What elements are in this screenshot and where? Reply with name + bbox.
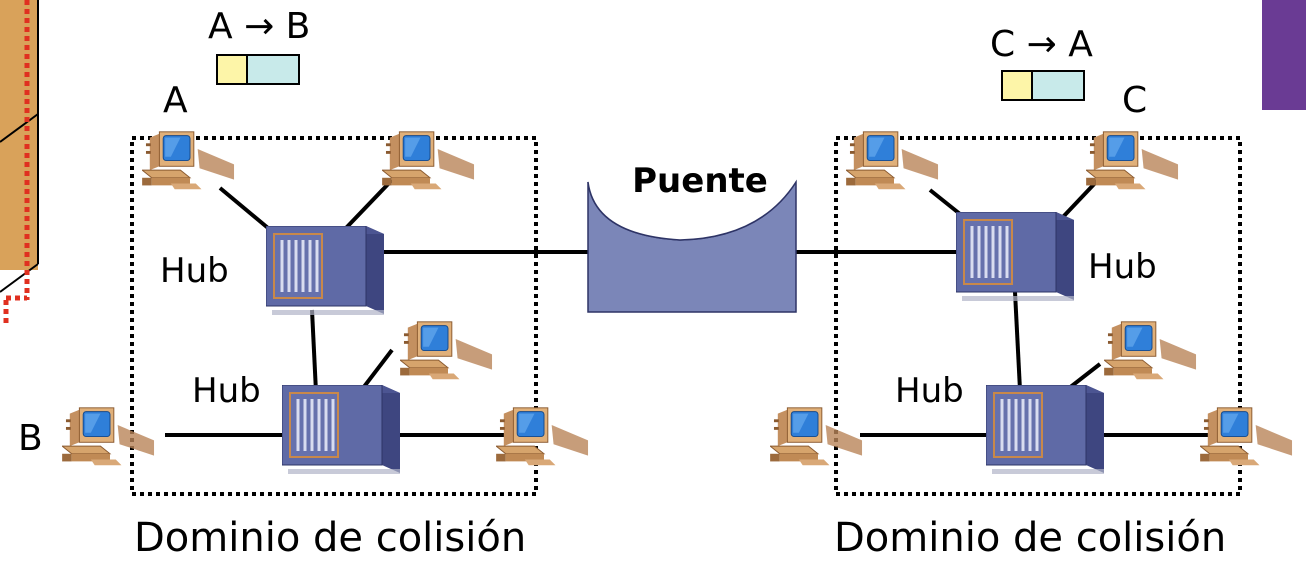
hub-label: Hub [1088,247,1157,287]
frame-payload [1031,70,1085,101]
corner-accent [1262,0,1306,110]
left-strip-decoration [0,0,39,326]
computer-b-icon [62,407,155,466]
collision-domain-right-caption: Dominio de colisión [834,515,1226,559]
hub-label: Hub [895,371,964,411]
frame-header [1001,70,1033,101]
frame-a-to-b-label: A → B [208,6,310,47]
hub-icon [282,385,402,475]
hub-label: Hub [192,371,261,411]
computer-icon [1200,407,1293,466]
frame-c-to-a-label: C → A [990,24,1093,65]
computer-icon [1104,321,1197,380]
collision-domain-right-border [834,136,1242,496]
computer-a-icon [142,131,235,190]
hub-icon [956,212,1076,302]
hub-icon [986,385,1106,475]
hub-icon [266,226,386,316]
bridge-label: Puente [632,161,768,201]
host-a-label: A [163,80,188,121]
computer-icon [382,131,475,190]
bridge: Puente [587,161,797,313]
frame-c-to-a: C → A [990,24,1093,101]
host-b-label: B [18,418,43,459]
hub-label: Hub [160,251,229,291]
frame-header [216,54,248,85]
frame-payload [246,54,300,85]
computer-icon [770,407,863,466]
collision-domain-left-border [130,136,538,496]
computer-icon [496,407,589,466]
host-c-label: C [1122,80,1147,121]
collision-domain-left-caption: Dominio de colisión [134,515,526,559]
computer-c-icon [1086,131,1179,190]
computer-icon [400,321,493,380]
frame-a-to-b: A → B [208,6,310,85]
computer-icon [846,131,939,190]
